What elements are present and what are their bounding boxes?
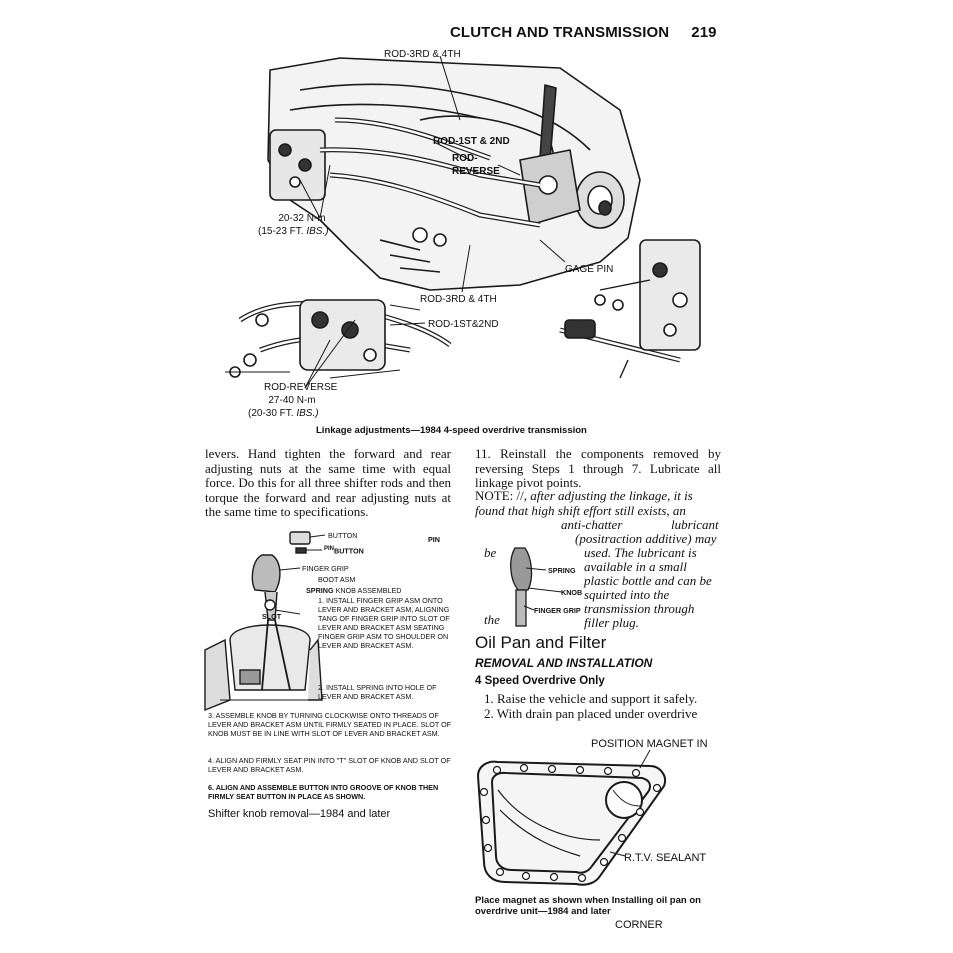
note-line-9a: the (484, 612, 500, 627)
page-number: 219 (691, 24, 717, 41)
section-sub2: 4 Speed Overdrive Only (475, 675, 605, 687)
spring-b-text: KNOB ASSEMBLED (335, 586, 402, 595)
label-rod-reverse-2: REVERSE (452, 166, 500, 177)
torque2-c-text: IBS.) (296, 408, 319, 419)
figure2-caption: Shifter knob removal—1984 and later (208, 808, 391, 820)
label-torque2-b: (20-30 FT. IBS.) (248, 407, 319, 420)
inset-label-spring: SPRING (548, 566, 576, 575)
note-line-2: found that high shift effort still exist… (475, 503, 686, 518)
note-line-9b: transmission through (584, 601, 695, 616)
torque1-b-text: (15-23 FT. (258, 226, 304, 237)
section-title: Oil Pan and Filter (475, 633, 607, 652)
knob-step-6: 6. ALIGN AND ASSEMBLE BUTTON INTO GROOVE… (208, 783, 439, 801)
figure3-caption-1: Place magnet as shown when Installing oi… (475, 895, 701, 906)
label-gage-pin: GAGE PIN (565, 264, 614, 275)
label-spring-knob: SPRING KNOB ASSEMBLED (306, 586, 401, 595)
label-button: BUTTON (328, 531, 358, 540)
label-rod-reverse-low: ROD-REVERSE (264, 382, 338, 393)
knob-step-1: 1. INSTALL FINGER GRIP ASM ONTO LEVER AN… (318, 596, 450, 650)
left-body-text: levers. Hand tighten the forward and rea… (205, 446, 451, 519)
note-line-6: available in a small (584, 559, 687, 574)
label-rod-reverse-1: ROD- (452, 153, 478, 164)
note-line-3a: anti-chatter (561, 517, 623, 532)
note-line-10: filler plug. (584, 615, 639, 630)
label-torque2-a: 27-40 N-m (268, 395, 316, 406)
figure3-caption-2: overdrive unit—1984 and later (475, 906, 611, 917)
label-position-magnet: POSITION MAGNET IN (591, 738, 708, 750)
label-pin-button: PINBUTTON (324, 545, 364, 555)
knob-step-3: 3. ASSEMBLE KNOB BY TURNING CLOCKWISE ON… (208, 711, 452, 738)
label-finger-grip: FINGER GRIP (302, 564, 349, 573)
section-step-2: 2. With drain pan placed under overdrive (484, 706, 698, 721)
figure1-caption: Linkage adjustments—1984 4-speed overdri… (316, 425, 587, 436)
label-rod-34-top: ROD-3RD & 4TH (384, 49, 461, 60)
note-line-8: squirted into the (584, 587, 670, 602)
pin-a-text: PIN (324, 546, 335, 552)
label-rtv-sealant: R.T.V. SEALANT (624, 852, 707, 864)
header-title: CLUTCH AND TRANSMISSION (450, 24, 670, 41)
note-line-5b: used. The lubricant is (584, 545, 697, 560)
label-pin-right: PIN (428, 535, 440, 544)
label-corner: CORNER (615, 919, 663, 931)
torque2-b-text: (20-30 FT. (248, 408, 294, 419)
inset-label-finger-grip: FINGER GRIP (534, 606, 581, 615)
page-header: CLUTCH AND TRANSMISSION 219 (450, 24, 717, 41)
note-line-7: plastic bottle and can be (584, 573, 712, 588)
label-rod-12: ROD-1ST & 2ND (433, 136, 510, 147)
label-rod-34-mid: ROD-3RD & 4TH (420, 294, 497, 305)
section-step-1: 1. Raise the vehicle and support it safe… (484, 691, 698, 706)
section-subtitle: REMOVAL AND INSTALLATION (475, 656, 653, 670)
note-text-0: after adjusting the linkage, it is (530, 488, 693, 503)
knob-step-4: 4. ALIGN AND FIRMLY SEAT PIN INTO "T" SL… (208, 756, 451, 774)
label-torque1-b: (15-23 FT. IBS.) (258, 225, 329, 238)
note-line-1: NOTE: //, after adjusting the linkage, i… (475, 488, 721, 504)
step-11-text: 11. Reinstall the components removed by … (475, 446, 721, 490)
label-slot: SLOT (262, 612, 282, 621)
spring-a-text: SPRING (306, 586, 334, 595)
note-label: NOTE: //, (475, 488, 527, 503)
inset-label-knob: KNOB (561, 588, 583, 597)
label-boot-asm: BOOT ASM (318, 575, 356, 584)
torque1-c-text: IBS.) (306, 226, 329, 237)
note-line-3b: lubricant (671, 517, 719, 532)
knob-step-2: 2. INSTALL SPRING INTO HOLE OF LEVER AND… (318, 683, 437, 701)
pin-b-text: BUTTON (334, 546, 364, 556)
note-line-4: (positraction additive) may (575, 531, 717, 546)
label-torque1-a: 20-32 N-m (278, 213, 326, 224)
note-line-5a: be (484, 545, 497, 560)
label-rod-12-mid: ROD-1ST&2ND (428, 319, 499, 330)
